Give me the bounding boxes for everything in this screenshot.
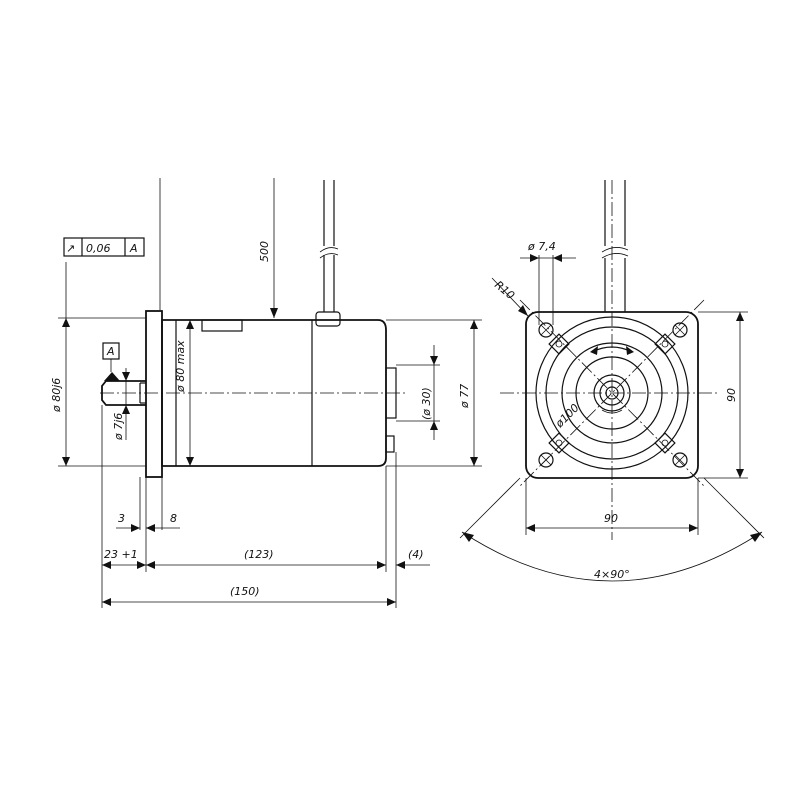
rear-cap: [385, 367, 397, 419]
tolerance-symbol: ↗: [66, 242, 75, 255]
tolerance-frame: ↗ 0,06 A: [63, 237, 145, 257]
dim-overall-dia: ø 77: [458, 384, 471, 409]
dim-bolt-circle: ø100: [552, 401, 582, 431]
rotation-arrow-icon: [590, 346, 634, 355]
front-view: ø 7,4 R10 ø100 90 90 4×90°: [459, 180, 765, 582]
front-lead-wire: [601, 180, 629, 312]
mounting-holes: [538, 322, 688, 468]
dim-overall-length: (150): [230, 585, 260, 598]
dim-height: 90: [725, 388, 738, 402]
mounting-nuts: [548, 333, 676, 454]
dim-shaft-length: 23 +1: [104, 548, 138, 561]
shaft: [101, 372, 146, 406]
motor-body: [161, 319, 387, 467]
dim-flange-dia: ø 80j6: [50, 378, 63, 413]
dim-lead-length: 500: [258, 241, 271, 262]
dim-body-length: (123): [244, 548, 274, 561]
dim-width: 90: [604, 512, 618, 525]
side-view: 500 ↗ 0,06 A A ø 80j6 ø 7j6: [50, 178, 482, 608]
square-flange: [525, 311, 699, 479]
svg-text:A: A: [106, 345, 115, 358]
label-plate: [201, 319, 243, 332]
dim-body-dia: ø 80 max: [174, 340, 187, 393]
dim-shaft-dia: ø 7j6: [112, 413, 125, 441]
tolerance-datum: A: [129, 242, 138, 255]
flange: [145, 310, 163, 478]
dim-hole-pattern: 4×90°: [594, 568, 630, 581]
datum-label: A: [102, 342, 120, 372]
dim-cap-length: (4): [408, 548, 424, 561]
dim-flange-thickness: 3: [118, 512, 125, 525]
bolt-circle: [535, 316, 689, 470]
lead-wire: [319, 180, 339, 300]
tolerance-value: 0,06: [86, 242, 111, 255]
dim-flange-offset: 8: [170, 512, 177, 525]
shaft-hub: [593, 374, 631, 412]
cable-gland: [315, 300, 341, 327]
dim-hole-dia: ø 7,4: [527, 240, 556, 253]
dim-cap-dia: (ø 30): [420, 387, 433, 420]
